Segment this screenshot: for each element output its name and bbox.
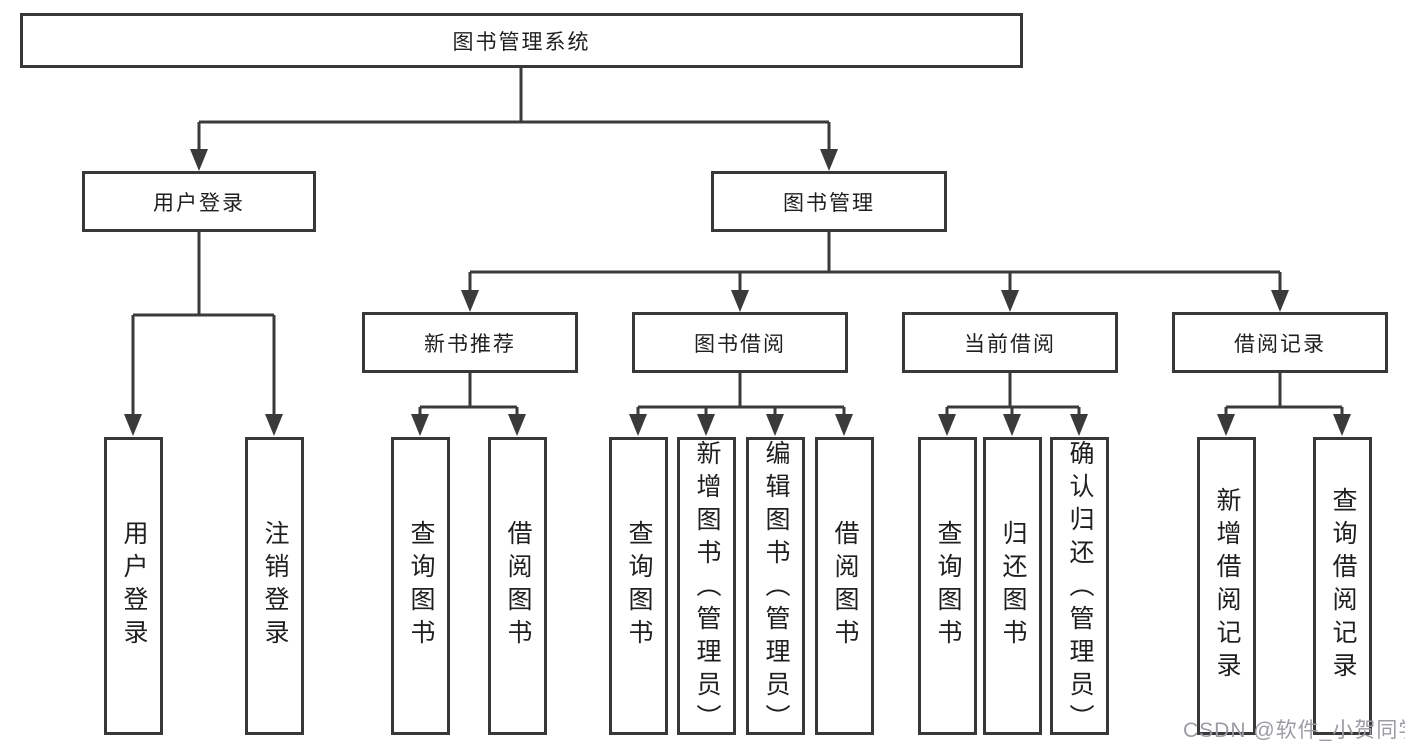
- node-label: 借阅图书: [504, 520, 532, 652]
- leaf-query-books-current: 查询图书: [918, 437, 977, 735]
- node-label: 查询图书: [934, 520, 962, 652]
- leaf-logout: 注销登录: [245, 437, 304, 735]
- node-current-borrowing: 当前借阅: [902, 312, 1118, 373]
- node-label: 图书管理系统: [452, 30, 591, 54]
- node-label: 查询借阅记录: [1329, 487, 1357, 685]
- node-label: 归还图书: [999, 520, 1027, 652]
- node-user-login: 用户登录: [82, 171, 316, 232]
- node-label: 查询图书: [407, 520, 435, 652]
- node-label: 图书管理: [783, 191, 875, 215]
- node-label: 当前借阅: [964, 332, 1056, 356]
- node-borrowing-records: 借阅记录: [1172, 312, 1388, 373]
- node-label: 编辑图书（管理员）: [762, 440, 790, 737]
- leaf-query-books-borrow: 查询图书: [609, 437, 668, 735]
- node-label: 借阅图书: [831, 520, 859, 652]
- node-label: 新增借阅记录: [1213, 487, 1241, 685]
- node-book-borrowing: 图书借阅: [632, 312, 848, 373]
- node-label: 用户登录: [120, 520, 148, 652]
- node-book-management: 图书管理: [711, 171, 947, 232]
- node-label: 确认归还（管理员）: [1066, 440, 1094, 737]
- leaf-user-login: 用户登录: [104, 437, 163, 735]
- leaf-add-borrow-record: 新增借阅记录: [1197, 437, 1256, 735]
- node-label: 图书借阅: [694, 332, 786, 356]
- leaf-edit-books-admin: 编辑图书（管理员）: [746, 437, 805, 737]
- leaf-query-books-recommend: 查询图书: [391, 437, 450, 735]
- node-label: 借阅记录: [1234, 332, 1326, 356]
- node-new-book-recommendation: 新书推荐: [362, 312, 578, 373]
- leaf-return-books: 归还图书: [983, 437, 1042, 735]
- node-label: 新增图书（管理员）: [693, 440, 721, 737]
- leaf-query-borrow-record: 查询借阅记录: [1313, 437, 1372, 735]
- leaf-borrow-books-recommend: 借阅图书: [488, 437, 547, 735]
- node-library-management-system: 图书管理系统: [20, 13, 1023, 68]
- leaf-confirm-return-admin: 确认归还（管理员）: [1050, 437, 1109, 737]
- node-label: 查询图书: [625, 520, 653, 652]
- node-label: 新书推荐: [424, 332, 516, 356]
- leaf-borrow-books: 借阅图书: [815, 437, 874, 735]
- csdn-watermark: CSDN @软件_小贺同学: [1183, 719, 1405, 742]
- node-label: 用户登录: [153, 191, 245, 215]
- node-label: 注销登录: [261, 520, 289, 652]
- leaf-add-books-admin: 新增图书（管理员）: [677, 437, 736, 737]
